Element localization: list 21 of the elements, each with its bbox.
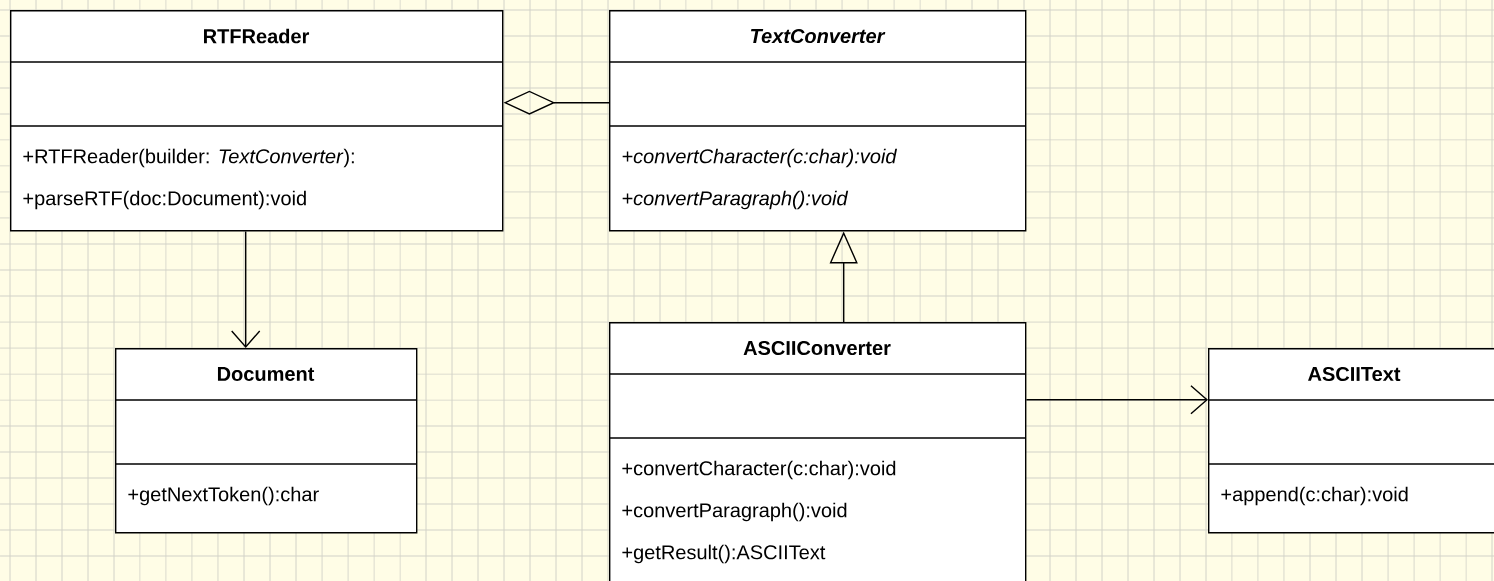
method-text: +RTFReader(builder: TextConverter):	[23, 148, 354, 168]
method-text: +append(c:char):void	[1221, 486, 1408, 506]
class-name: RTFReader	[204, 28, 310, 44]
class-name: TextConverter	[751, 28, 886, 44]
connector-arrow	[231, 230, 261, 348]
method-text: +convertParagraph():void	[622, 502, 847, 522]
method-text: +getResult():ASCIIText	[622, 544, 826, 564]
method-text: +convertCharacter(c:char):void	[622, 148, 898, 168]
connector-arrow	[1025, 385, 1208, 415]
class-name: Document	[217, 367, 315, 381]
class-name: ASCIIConverter	[743, 340, 891, 356]
method-text: +parseRTF(doc:Document):void	[23, 190, 306, 210]
method-text: +convertCharacter(c:char):void	[622, 460, 896, 480]
class-box	[114, 348, 418, 534]
class-box	[608, 322, 1027, 581]
class-box	[9, 10, 504, 232]
class-box	[1207, 348, 1494, 534]
class-name: ASCIIText	[1308, 366, 1401, 382]
method-text: +convertParagraph():void	[622, 190, 849, 210]
class-box	[608, 10, 1027, 232]
method-text: +getNextToken():char	[128, 486, 319, 506]
